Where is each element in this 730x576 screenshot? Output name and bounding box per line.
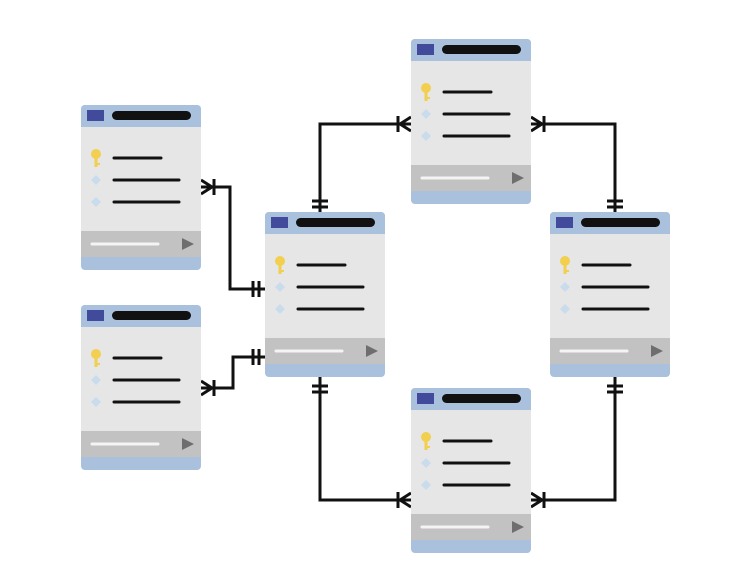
- diamond-icon: [91, 197, 101, 207]
- diamond-icon: [421, 480, 431, 490]
- diamond-icon: [421, 109, 431, 119]
- diamond-icon: [421, 458, 431, 468]
- key-icon: [275, 256, 285, 274]
- relationship-right-top: [531, 122, 617, 212]
- diamond-icon: [275, 304, 285, 314]
- card-title-bar: [112, 311, 191, 320]
- crowfoot-marker-bottom-right: [530, 491, 546, 509]
- table-icon: [87, 110, 104, 121]
- diamond-icon: [91, 375, 101, 385]
- table-cards: [81, 39, 670, 553]
- key-icon: [91, 149, 101, 167]
- table-card-top: [411, 39, 531, 204]
- diamond-icon: [275, 282, 285, 292]
- diamond-icon: [91, 175, 101, 185]
- table-card-right: [550, 212, 670, 377]
- card-title-bar: [442, 394, 521, 403]
- crowfoot-marker-bottom-left: [396, 491, 412, 509]
- key-icon: [560, 256, 570, 274]
- play-icon[interactable]: [512, 521, 524, 533]
- play-icon[interactable]: [182, 438, 194, 450]
- table-icon: [417, 44, 434, 55]
- play-icon[interactable]: [651, 345, 663, 357]
- relationship-center-top: [318, 122, 411, 212]
- table-card-left-bottom: [81, 305, 201, 470]
- table-icon: [87, 310, 104, 321]
- relationship-center-bottom: [318, 377, 411, 502]
- card-title-bar: [296, 218, 375, 227]
- crowfoot-marker-top-left: [396, 115, 412, 133]
- one-marker-center-bottom: [312, 384, 328, 394]
- table-card-left-top: [81, 105, 201, 270]
- table-icon: [417, 393, 434, 404]
- key-icon: [91, 349, 101, 367]
- table-card-center: [265, 212, 385, 377]
- card-title-bar: [442, 45, 521, 54]
- diamond-icon: [421, 131, 431, 141]
- relationship-leftbottom-center: [201, 355, 265, 390]
- relationship-connectors: [200, 115, 623, 509]
- table-icon: [271, 217, 288, 228]
- key-icon: [421, 432, 431, 450]
- table-icon: [556, 217, 573, 228]
- one-marker-right-top: [607, 199, 623, 209]
- card-title-bar: [112, 111, 191, 120]
- key-icon: [421, 83, 431, 101]
- crowfoot-marker-top-right: [530, 115, 546, 133]
- relationship-right-bottom: [531, 377, 617, 502]
- play-icon[interactable]: [366, 345, 378, 357]
- play-icon[interactable]: [182, 238, 194, 250]
- play-icon[interactable]: [512, 172, 524, 184]
- one-marker-center-top: [312, 199, 328, 209]
- diamond-icon: [91, 397, 101, 407]
- one-marker-center-upper: [251, 281, 261, 297]
- crowfoot-marker-leftbottom: [200, 379, 216, 397]
- table-card-bottom: [411, 388, 531, 553]
- diamond-icon: [560, 282, 570, 292]
- crowfoot-marker-lefttop: [200, 178, 216, 196]
- diamond-icon: [560, 304, 570, 314]
- one-marker-right-bottom: [607, 384, 623, 394]
- card-title-bar: [581, 218, 660, 227]
- relationship-lefttop-center: [201, 185, 265, 291]
- one-marker-center-lower: [251, 349, 261, 365]
